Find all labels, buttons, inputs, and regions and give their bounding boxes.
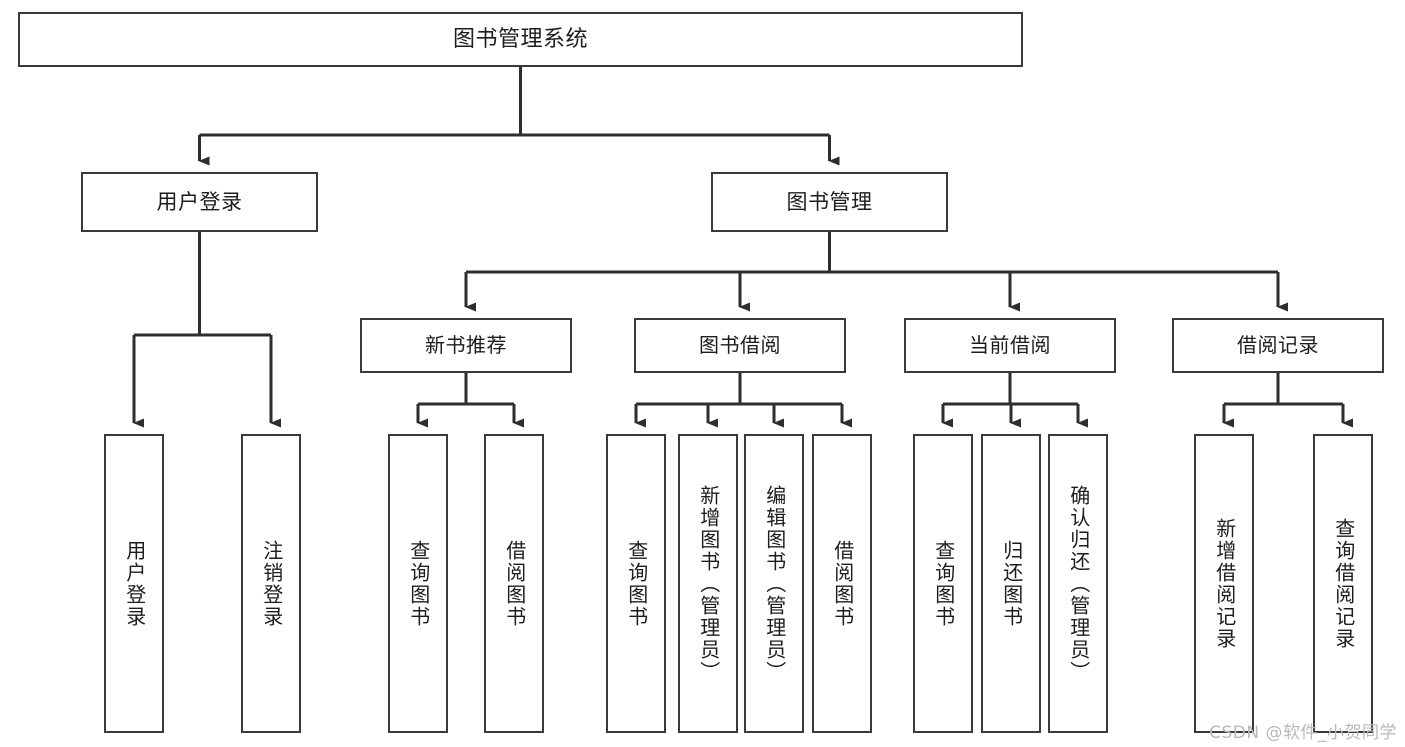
node-label: 借阅图书 <box>502 539 527 628</box>
node-label: 新增借阅记录 <box>1212 517 1237 650</box>
node-leaf-br-query[interactable]: 查询借阅记录 <box>1313 434 1373 733</box>
node-label: 归还图书 <box>999 539 1024 628</box>
node-label: 图书管理系统 <box>452 26 588 52</box>
node-new-book-rec[interactable]: 新书推荐 <box>360 318 572 373</box>
node-label: 查询图书 <box>624 539 649 628</box>
node-leaf-logout[interactable]: 注销登录 <box>241 434 301 733</box>
node-current-borrow[interactable]: 当前借阅 <box>904 318 1116 373</box>
node-leaf-nb-borrow[interactable]: 借阅图书 <box>484 434 544 733</box>
node-leaf-nb-query[interactable]: 查询图书 <box>388 434 448 733</box>
node-label: 查询图书 <box>406 539 431 628</box>
node-borrow-record[interactable]: 借阅记录 <box>1172 318 1384 373</box>
node-label: 注销登录 <box>259 539 284 628</box>
node-label: 用户登录 <box>122 539 147 628</box>
node-label: 查询借阅记录 <box>1331 517 1356 650</box>
node-label: 当前借阅 <box>969 332 1051 357</box>
node-leaf-bb-borrow[interactable]: 借阅图书 <box>812 434 872 733</box>
node-label: 图书借阅 <box>699 332 781 357</box>
node-label: 查询图书 <box>931 539 956 628</box>
node-label: 新增图书（管理员） <box>696 484 721 683</box>
node-book-borrow[interactable]: 图书借阅 <box>634 318 846 373</box>
node-label: 编辑图书（管理员） <box>762 484 787 683</box>
node-leaf-cb-query[interactable]: 查询图书 <box>913 434 973 733</box>
node-user-login[interactable]: 用户登录 <box>81 172 318 232</box>
node-leaf-cb-confirm[interactable]: 确认归还（管理员） <box>1048 434 1108 733</box>
node-label: 用户登录 <box>156 189 243 214</box>
node-root[interactable]: 图书管理系统 <box>18 12 1023 67</box>
node-label: 确认归还（管理员） <box>1066 484 1091 683</box>
csdn-watermark: CSDN @软件_小贺同学 <box>1209 723 1397 743</box>
node-leaf-bb-edit[interactable]: 编辑图书（管理员） <box>744 434 804 733</box>
node-leaf-bb-add[interactable]: 新增图书（管理员） <box>678 434 738 733</box>
node-leaf-user-login[interactable]: 用户登录 <box>104 434 164 733</box>
node-label: 借阅记录 <box>1237 332 1319 357</box>
node-leaf-br-add[interactable]: 新增借阅记录 <box>1194 434 1254 733</box>
node-label: 图书管理 <box>786 189 873 214</box>
node-label: 借阅图书 <box>830 539 855 628</box>
node-book-manage[interactable]: 图书管理 <box>711 172 948 232</box>
node-leaf-cb-return[interactable]: 归还图书 <box>981 434 1041 733</box>
node-label: 新书推荐 <box>425 332 507 357</box>
node-leaf-bb-query[interactable]: 查询图书 <box>606 434 666 733</box>
